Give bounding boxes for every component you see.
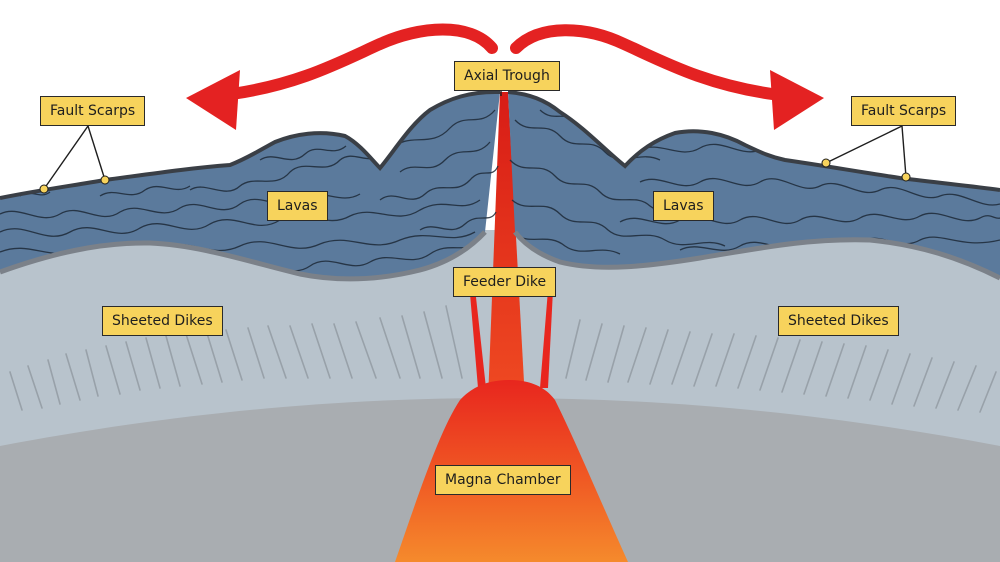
feeder-dike-branch-left	[468, 270, 486, 388]
lava-base-edge-left	[0, 230, 487, 282]
label-fault-scarps-right: Fault Scarps	[851, 96, 957, 126]
fault-scarps-leaders	[43, 90, 907, 190]
spreading-arrow-right-head	[770, 70, 824, 130]
fault-scarp-markers	[39, 158, 911, 194]
label-magma-chamber: Magna Chamber	[435, 465, 571, 495]
dike-streaks	[9, 305, 997, 413]
seafloor-edge-right	[507, 90, 1000, 192]
lava-layer-left	[0, 92, 500, 279]
label-lavas-left: Lavas	[267, 191, 328, 221]
spreading-arrow-left-shaft	[226, 23, 498, 100]
label-sheeted-dikes-right: Sheeted Dikes	[778, 306, 899, 336]
label-fault-scarps-left: Fault Scarps	[40, 96, 146, 126]
label-feeder-dike: Feeder Dike	[453, 267, 557, 297]
label-lavas-right: Lavas	[653, 191, 714, 221]
label-axial-trough: Axial Trough	[454, 61, 560, 91]
feeder-dike	[488, 92, 525, 400]
label-sheeted-dikes-left: Sheeted Dikes	[102, 306, 223, 336]
lava-base-edge-right	[513, 230, 1000, 281]
feeder-dike-branch-right	[540, 290, 553, 388]
spreading-arrow-left-head	[186, 70, 240, 130]
spreading-arrow-right-shaft	[510, 24, 778, 100]
